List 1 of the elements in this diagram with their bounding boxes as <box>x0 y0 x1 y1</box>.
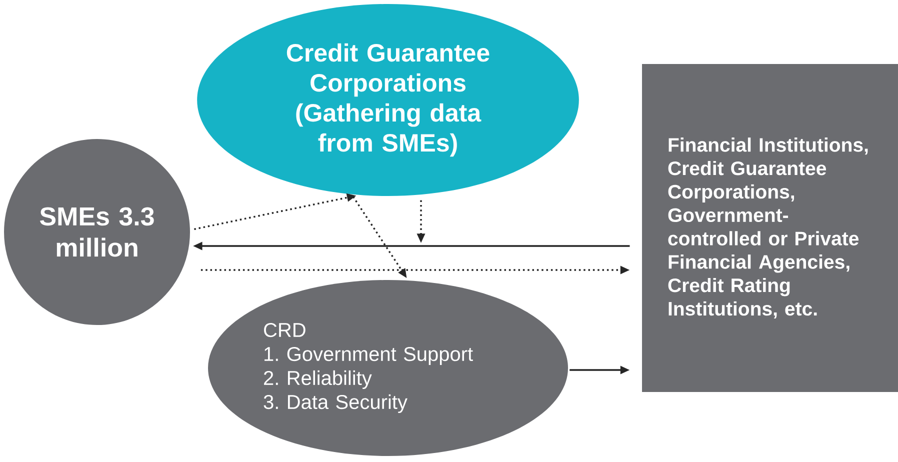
institutions-box: Financial Institutions, Credit Guarantee Corporations, Government-controlled or Private Financial Agencies, Credit Rating Institutions, etc. <box>642 64 898 392</box>
